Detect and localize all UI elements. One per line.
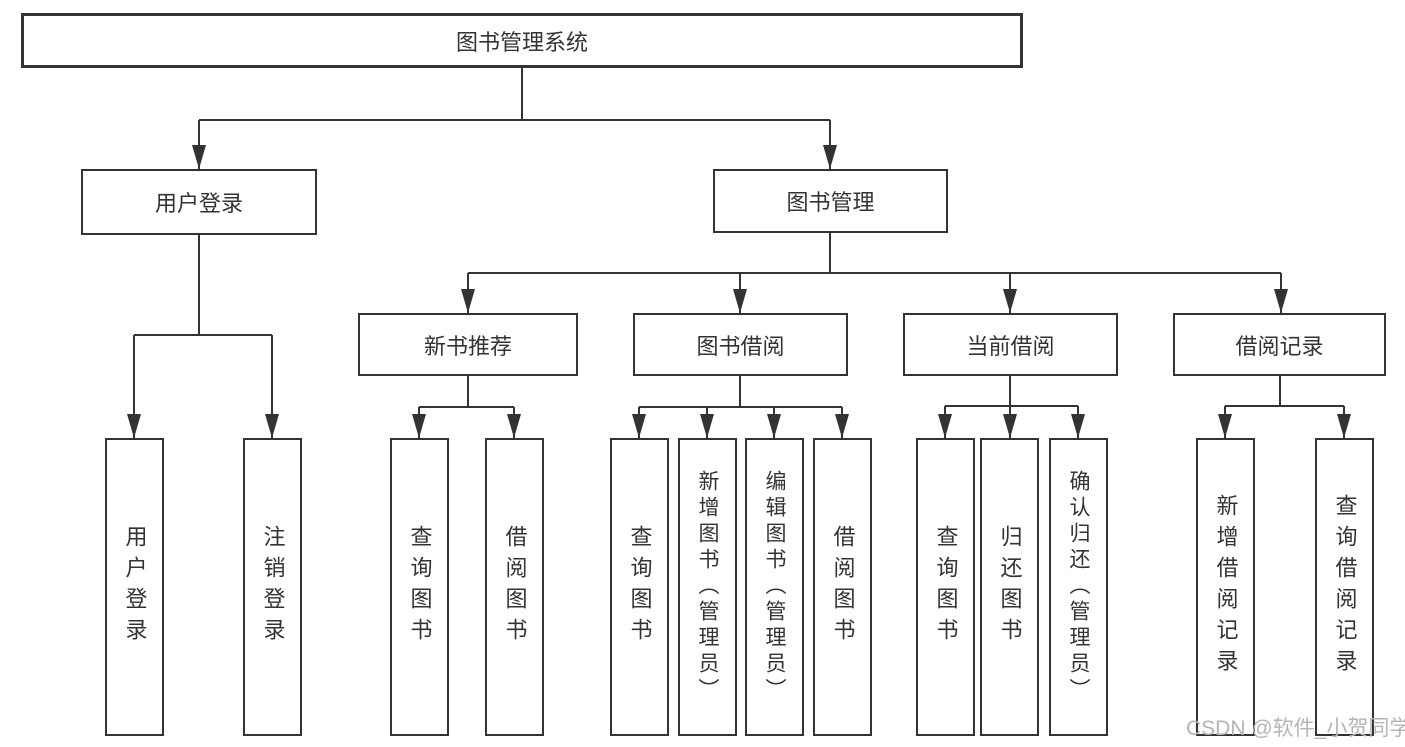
node-leaf-edit-book-admin: 编辑图书（管理员） bbox=[745, 438, 804, 736]
node-leaf-add-book-admin: 新增图书（管理员） bbox=[678, 438, 737, 736]
node-label: 查询借阅记录 bbox=[1332, 494, 1358, 680]
node-leaf-query-book-borrowing: 查询图书 bbox=[610, 438, 669, 736]
node-label: 新增借阅记录 bbox=[1213, 494, 1239, 680]
node-label: 归还图书 bbox=[997, 525, 1023, 649]
node-label: 图书借阅 bbox=[696, 333, 785, 359]
node-book-borrowing: 图书借阅 bbox=[633, 313, 848, 376]
node-label: 用户登录 bbox=[154, 191, 243, 216]
node-label: 借阅图书 bbox=[502, 525, 528, 649]
node-new-book-recommendation: 新书推荐 bbox=[358, 313, 578, 376]
node-book-management-branch: 图书管理 bbox=[713, 169, 948, 233]
node-leaf-query-book-current: 查询图书 bbox=[916, 438, 975, 736]
node-borrowing-records: 借阅记录 bbox=[1173, 313, 1386, 376]
node-label: 查询图书 bbox=[933, 525, 959, 649]
node-leaf-borrow-book: 借阅图书 bbox=[813, 438, 872, 736]
node-label: 新增图书（管理员） bbox=[696, 470, 719, 704]
node-label: 查询图书 bbox=[407, 525, 433, 649]
node-label: 借阅图书 bbox=[830, 525, 856, 649]
node-leaf-return-book: 归还图书 bbox=[980, 438, 1039, 736]
node-leaf-query-borrow-record: 查询借阅记录 bbox=[1315, 438, 1374, 736]
node-leaf-query-book-recommend: 查询图书 bbox=[390, 438, 449, 736]
node-label: 查询图书 bbox=[627, 525, 653, 649]
node-leaf-confirm-return-admin: 确认归还（管理员） bbox=[1049, 438, 1108, 736]
node-label: 新书推荐 bbox=[423, 333, 512, 359]
node-leaf-borrow-book-recommend: 借阅图书 bbox=[485, 438, 544, 736]
csdn-watermark: CSDN @软件_小贺同学 bbox=[1186, 717, 1405, 740]
node-leaf-add-borrow-record: 新增借阅记录 bbox=[1196, 438, 1255, 736]
node-leaf-logout: 注销登录 bbox=[243, 438, 302, 736]
node-label: 图书管理系统 bbox=[455, 29, 588, 55]
node-label: 当前借阅 bbox=[966, 333, 1055, 359]
node-label: 确认归还（管理员） bbox=[1067, 470, 1090, 704]
node-current-borrowing: 当前借阅 bbox=[903, 313, 1118, 376]
node-user-login-branch: 用户登录 bbox=[81, 169, 317, 235]
node-label: 图书管理 bbox=[786, 190, 875, 215]
node-label: 注销登录 bbox=[260, 525, 286, 649]
node-library-management-system: 图书管理系统 bbox=[21, 13, 1023, 68]
node-label: 借阅记录 bbox=[1235, 333, 1324, 359]
node-leaf-user-login: 用户登录 bbox=[105, 438, 164, 736]
node-label: 用户登录 bbox=[122, 525, 148, 649]
node-label: 编辑图书（管理员） bbox=[763, 470, 786, 704]
